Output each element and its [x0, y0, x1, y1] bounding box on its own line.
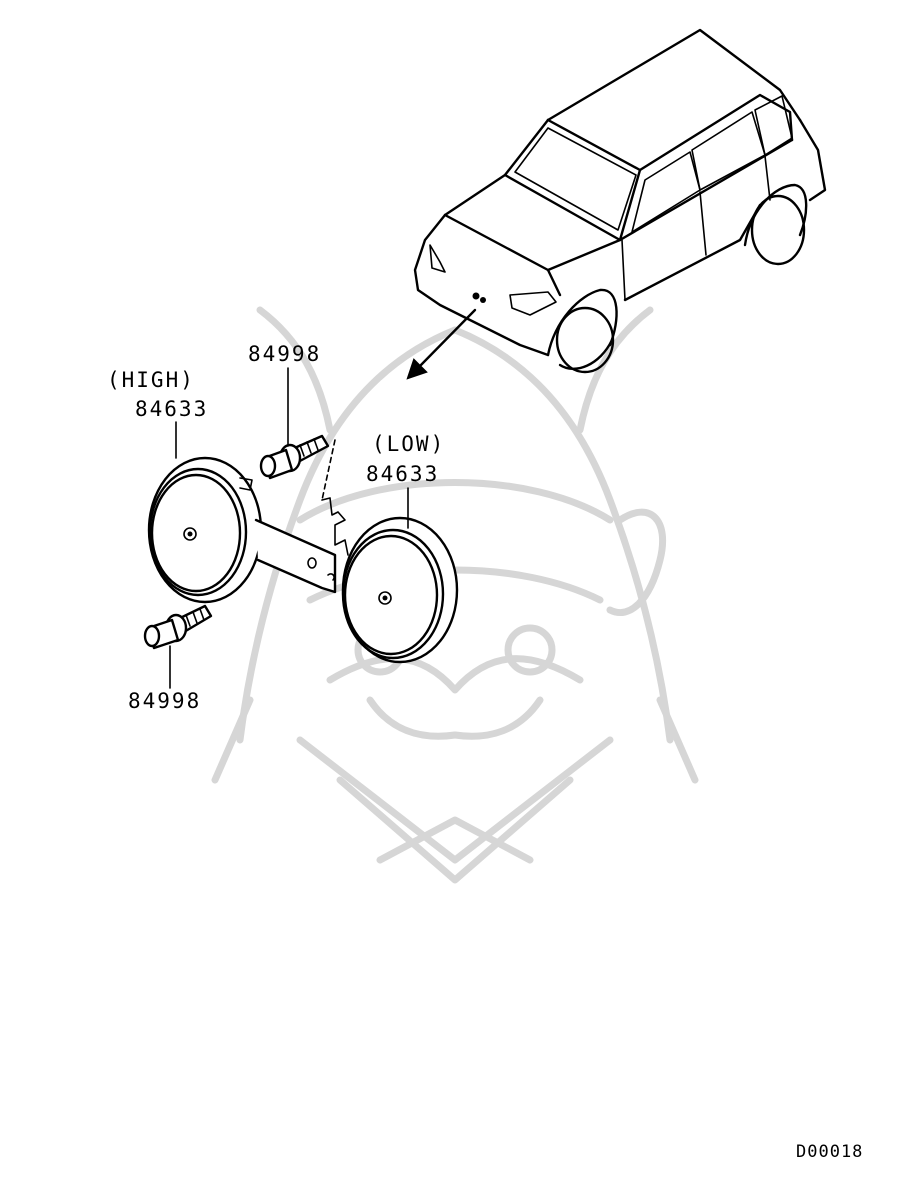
low-horn — [341, 516, 459, 664]
leader-lines — [169, 367, 409, 689]
bolt-bottom — [143, 604, 213, 650]
bolt-top — [259, 434, 330, 480]
diagram-code: D00018 — [796, 1142, 864, 1162]
location-arrow — [406, 308, 477, 380]
horn-bracket — [254, 439, 349, 594]
high-horn-label: (HIGH) — [107, 368, 195, 392]
high-horn-part-number: 84633 — [135, 397, 209, 421]
bolt-bottom-part-number: 84998 — [128, 689, 202, 713]
low-horn-label: (LOW) — [372, 432, 446, 456]
vehicle-outline — [413, 28, 827, 374]
bolt-top-part-number: 84998 — [248, 342, 322, 366]
high-horn — [147, 456, 263, 604]
low-horn-part-number: 84633 — [366, 462, 440, 486]
